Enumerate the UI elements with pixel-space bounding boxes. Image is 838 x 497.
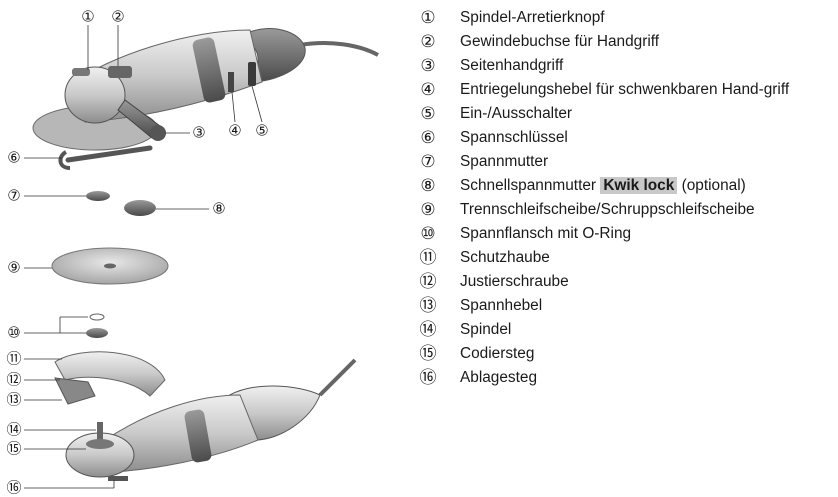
legend-marker: ⑯ xyxy=(416,368,440,388)
legend-marker: ④ xyxy=(416,80,440,100)
spindle-lock-button xyxy=(72,68,90,76)
legend-item: ④ Entriegelungshebel für schwenkbaren Han… xyxy=(416,80,831,100)
legend-text: Schutzhaube xyxy=(460,249,550,266)
on-off-switch xyxy=(248,62,256,86)
legend-item: ⑬ Spannhebel xyxy=(416,296,831,316)
legend-item: ⑩ Spannflansch mit O-Ring xyxy=(416,224,831,244)
callout-3: ③ xyxy=(192,125,205,142)
legend-text: Schnellspannmutter xyxy=(460,177,596,194)
legend-marker: ⑮ xyxy=(416,344,440,364)
legend-text: Spannhebel xyxy=(460,297,542,314)
parts-legend: ① Spindel-Arretierknopf ② Gewindebuchse fü… xyxy=(416,8,831,392)
legend-item: ⑫ Justierschraube xyxy=(416,272,831,292)
legend-item: ⑦ Spannmutter xyxy=(416,152,831,172)
legend-text: Spindel-Arretierknopf xyxy=(460,9,605,26)
storage-rib xyxy=(108,476,128,481)
legend-marker: ⑭ xyxy=(416,320,440,340)
legend-suffix: (optional) xyxy=(682,177,746,194)
legend-item: ⑨ Trennschleifscheibe/Schruppschleifschei… xyxy=(416,200,831,220)
legend-item: ⑪ Schutzhaube xyxy=(416,248,831,268)
callout-7: ⑦ xyxy=(7,188,20,205)
callout-12: ⑫ xyxy=(6,372,21,389)
legend-marker: ① xyxy=(416,8,440,28)
legend-text: Entriegelungshebel für schwenkbaren Hand… xyxy=(460,81,789,98)
legend-text: Seitenhandgriff xyxy=(460,57,563,74)
callout-11: ⑪ xyxy=(6,351,21,368)
cutting-disc-hole xyxy=(104,264,116,269)
loose-parts xyxy=(52,148,168,404)
legend-marker: ⑪ xyxy=(416,248,440,268)
legend-text: Trennschleifscheibe/Schruppschleifscheib… xyxy=(460,201,755,218)
quick-nut-kwik-lock xyxy=(124,200,156,216)
legend-item: ⑭ Spindel xyxy=(416,320,831,340)
legend-marker: ⑤ xyxy=(416,104,440,124)
release-lever xyxy=(228,72,234,92)
o-ring xyxy=(90,314,104,320)
coding-rib xyxy=(86,439,114,449)
callout-6: ⑥ xyxy=(7,150,20,167)
callout-2: ② xyxy=(111,9,124,26)
legend-marker: ⑨ xyxy=(416,200,440,220)
handle-thread-socket xyxy=(108,66,132,78)
clamping-flange xyxy=(86,328,108,338)
legend-text: Gewindebuchse für Handgriff xyxy=(460,33,659,50)
legend-item: ⑧ Schnellspannmutter Kwik lock (optional) xyxy=(416,176,831,196)
callout-15: ⑮ xyxy=(6,441,21,458)
legend-marker: ⑬ xyxy=(416,296,440,316)
angle-grinder-illustration: ① ② ③ ④ ⑤ ⑥ ⑦ ⑧ ⑨ ⑩ ⑪ ⑫ ⑬ ⑭ ⑮ ⑯ xyxy=(0,0,380,497)
callout-9: ⑨ xyxy=(7,260,20,277)
legend-text: Codiersteg xyxy=(460,345,534,362)
legend-item: ③ Seitenhandgriff xyxy=(416,56,831,76)
legend-text: Spindel xyxy=(460,321,511,338)
legend-item: ⑮ Codiersteg xyxy=(416,344,831,364)
callout-10: ⑩ xyxy=(7,325,20,342)
legend-item: ⑤ Ein-/Ausschalter xyxy=(416,104,831,124)
legend-text: Ablagesteg xyxy=(460,369,537,386)
callout-8: ⑧ xyxy=(212,201,225,218)
legend-item: ① Spindel-Arretierknopf xyxy=(416,8,831,28)
callout-16: ⑯ xyxy=(6,480,21,497)
legend-marker: ⑧ xyxy=(416,176,440,196)
legend-marker: ⑩ xyxy=(416,224,440,244)
callout-5: ⑤ xyxy=(255,123,268,140)
legend-text: Justierschraube xyxy=(460,273,569,290)
legend-item: ⑯ Ablagesteg xyxy=(416,368,831,388)
callout-14: ⑭ xyxy=(6,422,21,439)
power-cord-lower xyxy=(320,360,355,395)
side-handle-cap xyxy=(150,125,166,141)
legend-item: ⑥ Spannschlüssel xyxy=(416,128,831,148)
legend-marker: ② xyxy=(416,32,440,52)
legend-text: Ein-/Ausschalter xyxy=(460,105,572,122)
clamping-nut xyxy=(86,191,110,201)
callout-1: ① xyxy=(81,9,94,26)
legend-text: Spannflansch mit O-Ring xyxy=(460,225,631,242)
legend-marker: ⑥ xyxy=(416,128,440,148)
legend-marker: ⑦ xyxy=(416,152,440,172)
legend-text: Spannschlüssel xyxy=(460,129,568,146)
power-cord-upper xyxy=(300,43,378,55)
legend-marker: ⑫ xyxy=(416,272,440,292)
kwik-lock-highlight: Kwik lock xyxy=(600,177,677,194)
legend-text: Spannmutter xyxy=(460,153,548,170)
callout-4: ④ xyxy=(228,123,241,140)
callout-13: ⑬ xyxy=(6,392,21,409)
legend-item: ② Gewindebuchse für Handgriff xyxy=(416,32,831,52)
legend-marker: ③ xyxy=(416,56,440,76)
